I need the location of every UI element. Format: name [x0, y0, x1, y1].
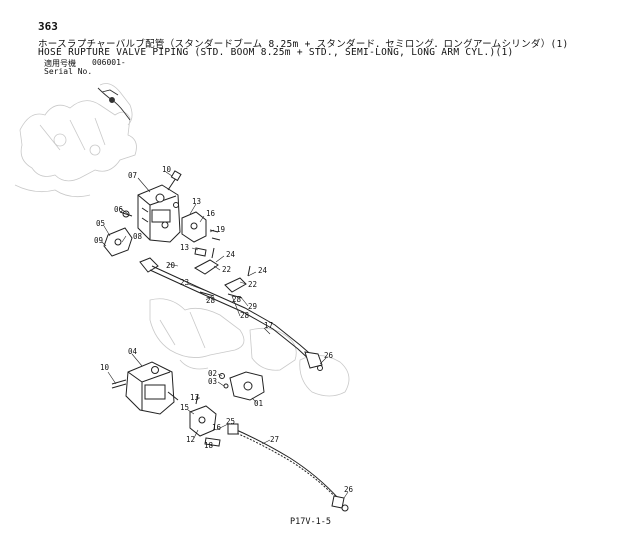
label-18: 18	[204, 441, 214, 450]
label-03: 03	[208, 377, 217, 386]
label-05: 05	[96, 219, 105, 228]
label-08: 08	[133, 232, 143, 241]
title-japanese: ホースラプチャーバルブ配管（スタンダードブーム 8.25m + スタンダード．セ…	[38, 39, 569, 50]
fitting-right-01	[219, 371, 265, 401]
part-labels: 07 10 06 05 09 08 13 16 19 13 24 22 20 2…	[94, 165, 354, 494]
label-19: 19	[216, 225, 225, 234]
bolt-10	[167, 170, 182, 191]
label-27: 27	[270, 435, 279, 444]
label-28-right: 28	[240, 311, 250, 320]
label-16-upper: 16	[206, 209, 216, 218]
label-13-upper: 13	[192, 197, 201, 206]
label-28-mid: 28	[232, 295, 242, 304]
label-28-left: 28	[206, 296, 216, 305]
label-01: 01	[254, 399, 263, 408]
page-number: 363	[38, 20, 58, 33]
label-29: 29	[248, 302, 257, 311]
label-13-lower: 13	[190, 393, 199, 402]
label-06: 06	[114, 205, 124, 214]
header: 363 ホースラプチャーバルブ配管（スタンダードブーム 8.25m + スタンダ…	[0, 0, 620, 90]
label-10-lower: 10	[100, 363, 110, 372]
pipe-17	[139, 247, 323, 371]
page-reference: P17V-1-5	[290, 517, 331, 527]
label-24-left: 24	[226, 250, 236, 259]
label-25: 25	[226, 417, 235, 426]
label-13-mid: 13	[180, 243, 189, 252]
label-20: 20	[166, 261, 176, 270]
hose-27	[227, 423, 349, 512]
serial-value: 006001-	[92, 58, 126, 67]
label-23: 23	[180, 278, 189, 287]
title-english: HOSE RUPTURE VALVE PIPING (STD. BOOM 8.2…	[38, 47, 514, 58]
background-machine-outline	[14, 83, 350, 397]
hose-line-upper	[97, 87, 131, 121]
valve-block-upper	[137, 184, 181, 243]
leader-lines	[101, 171, 349, 499]
label-04: 04	[128, 347, 138, 356]
valve-block-lower	[111, 361, 179, 415]
label-02: 02	[208, 369, 217, 378]
label-26-lower: 26	[344, 485, 354, 494]
label-07: 07	[128, 171, 137, 180]
block-lower-15	[189, 393, 221, 447]
block-right-13	[173, 202, 221, 257]
label-15: 15	[180, 403, 189, 412]
serial-label-japanese: 適用号機	[44, 59, 76, 68]
label-16-lower: 16	[212, 423, 222, 432]
label-09: 09	[94, 236, 103, 245]
label-22-left: 22	[222, 265, 231, 274]
serial-label-english: Serial No.	[44, 67, 93, 76]
label-10: 10	[162, 165, 172, 174]
label-17: 17	[264, 321, 273, 330]
label-22-right: 22	[248, 280, 257, 289]
label-12: 12	[186, 435, 195, 444]
flange-left	[103, 210, 133, 257]
label-24-right: 24	[258, 266, 268, 275]
label-26-upper: 26	[324, 351, 334, 360]
